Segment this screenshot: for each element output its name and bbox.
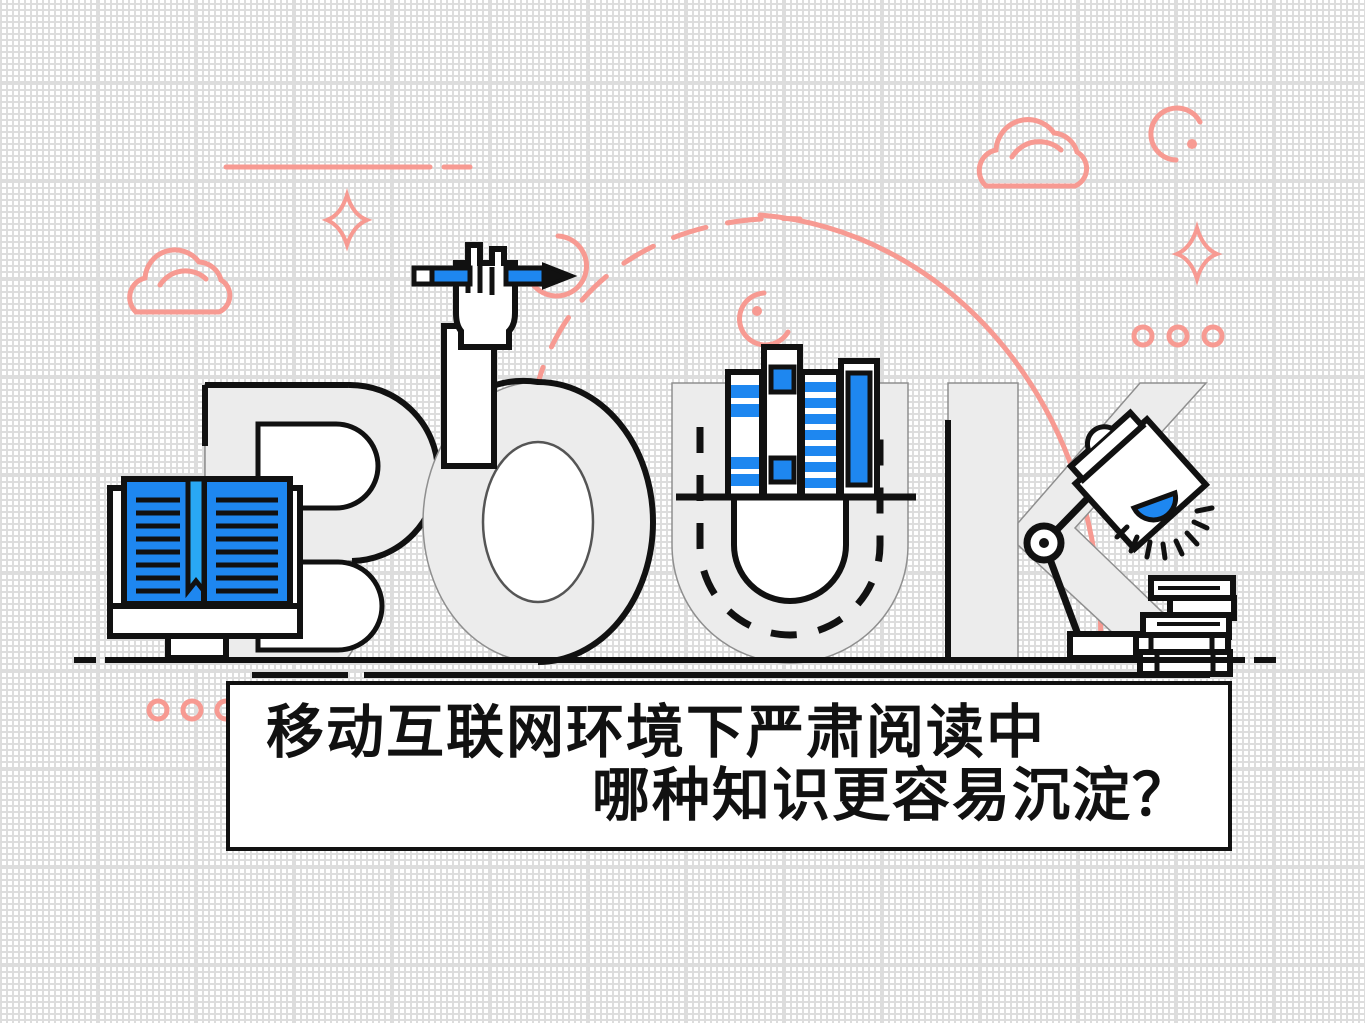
hand-holding-pencil xyxy=(411,242,578,469)
bookmark xyxy=(185,476,207,599)
shelf-book-4 xyxy=(838,358,880,500)
cloud-top-left xyxy=(127,247,233,315)
book-text-lines-left xyxy=(136,497,180,594)
pencil-body-right xyxy=(503,265,547,287)
book-text-lines-right xyxy=(216,497,278,594)
shelf-book-1 xyxy=(725,369,765,500)
lamp-shade xyxy=(1066,408,1211,554)
pencil-eraser xyxy=(411,265,435,287)
circle-dot-top-right xyxy=(1148,105,1203,163)
title-line-2: 哪种知识更容易沉淀？ xyxy=(591,761,1192,829)
circle-dot-center xyxy=(737,290,791,348)
desk-lamp xyxy=(1023,408,1215,661)
title-box: 移动互联网环境下严肃阅读中 哪种知识更容易沉淀？ xyxy=(226,681,1232,851)
shelf-book-3 xyxy=(799,369,842,500)
dots-row-top-right xyxy=(1131,324,1225,348)
book-stand-base xyxy=(165,633,229,661)
sparkle-left xyxy=(321,188,373,252)
lamp-bulb xyxy=(1130,489,1179,523)
pencil-tip xyxy=(542,262,578,290)
books-on-shelf xyxy=(676,344,916,501)
title-line-1: 移动互联网环境下严肃阅读中 xyxy=(266,698,1047,767)
arc-dashed xyxy=(531,215,803,403)
pencil-body-left xyxy=(429,265,473,287)
open-book-on-stand xyxy=(107,476,303,661)
cloud-top-right xyxy=(976,117,1090,189)
lamp-light-rays xyxy=(1114,505,1215,561)
dots-row-bottom-left xyxy=(146,698,238,722)
sparkle-right xyxy=(1171,221,1223,286)
hand-shape xyxy=(453,242,518,350)
shelf-book-2 xyxy=(761,344,803,500)
ground-lines xyxy=(74,657,1276,678)
